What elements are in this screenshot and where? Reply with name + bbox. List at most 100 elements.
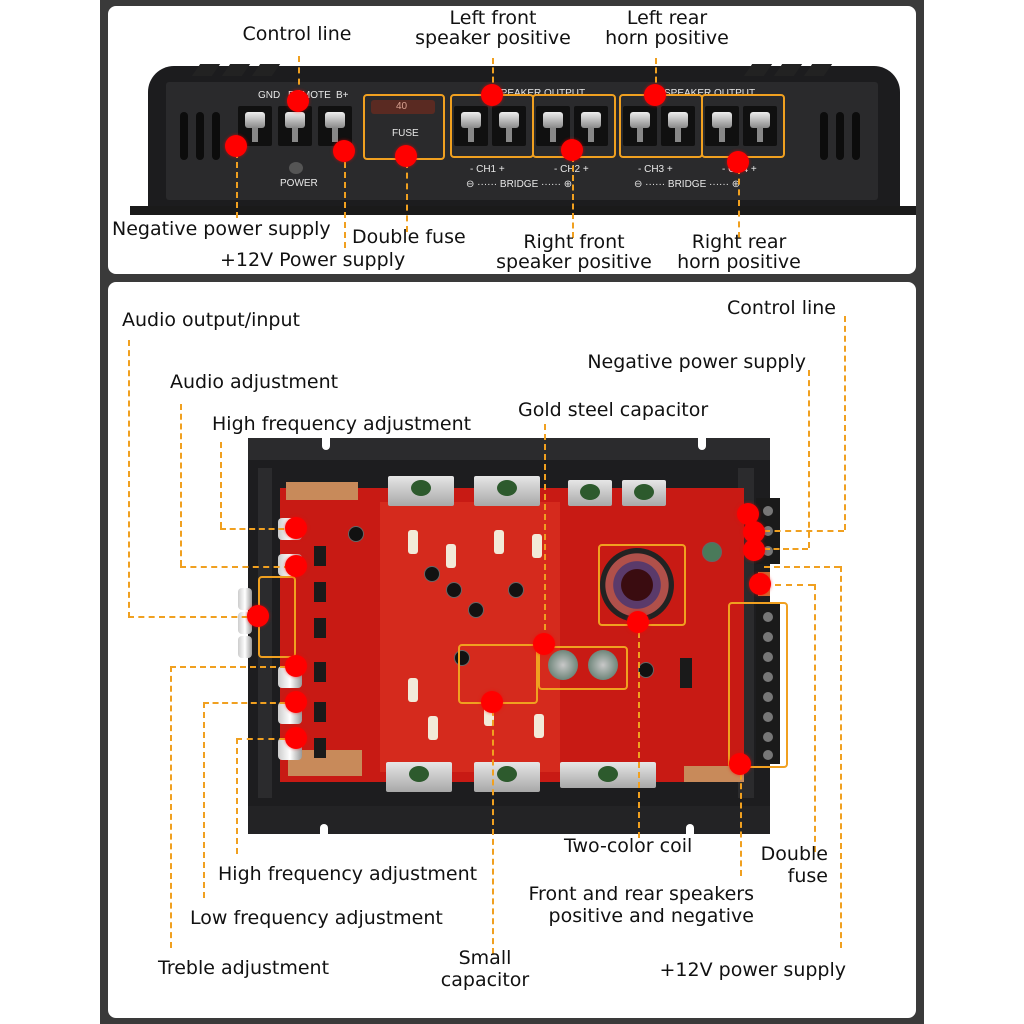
gold-capacitor-highlight <box>538 646 628 690</box>
leader-line <box>764 566 840 568</box>
marker-double-fuse[interactable] <box>395 145 417 167</box>
label-right-front-1: Right front <box>523 231 625 253</box>
bottom-panel-circuit-board: Audio output/input Audio adjustment High… <box>108 282 916 1018</box>
resistor <box>408 530 418 554</box>
chassis-notch <box>322 438 330 450</box>
ic-chip <box>314 662 326 682</box>
label-right-front-2: speaker positive <box>496 251 652 273</box>
marker-high-freq-bottom[interactable] <box>285 655 307 677</box>
resistor <box>534 714 544 738</box>
speaker-output-label-1: SPEAKER OUTPUT <box>494 88 586 99</box>
marker-right-rear[interactable] <box>727 151 749 173</box>
label-double-fuse-2: fuse <box>787 865 828 887</box>
label-left-rear-2: horn positive <box>605 27 729 49</box>
leader-line <box>808 370 810 548</box>
ch2-neg-terminal <box>536 106 570 146</box>
rca-jack <box>238 588 252 610</box>
small-capacitor <box>702 542 722 562</box>
ic-chip <box>314 582 326 602</box>
vent-slot <box>852 112 860 160</box>
bplus-label: B+ <box>336 90 349 101</box>
marker-control-line[interactable] <box>737 503 759 525</box>
marker-low-freq[interactable] <box>285 691 307 713</box>
fuse-rating: 40 <box>396 101 408 112</box>
label-control-line: Control line <box>726 297 836 319</box>
marker-left-front[interactable] <box>481 84 503 106</box>
label-control-line: Control line <box>242 23 352 45</box>
speaker-connector <box>756 604 780 764</box>
marker-audio-io[interactable] <box>247 605 269 627</box>
bridge-label-2: ⊖ ······ BRIDGE ······ ⊕ <box>634 179 741 190</box>
ic-chip <box>314 738 326 758</box>
marker-12v-power[interactable] <box>743 539 765 561</box>
label-audio-adj: Audio adjustment <box>170 371 339 393</box>
vent-slot <box>180 112 188 160</box>
resistor <box>484 702 494 726</box>
marker-audio-adj[interactable] <box>285 555 307 577</box>
label-double-fuse-1: Double <box>760 843 828 865</box>
marker-control-line[interactable] <box>287 90 309 112</box>
resistor <box>532 534 542 558</box>
small-capacitor <box>348 526 364 542</box>
power-transistor <box>386 762 452 792</box>
leader-line <box>170 666 296 668</box>
label-right-rear-2: horn positive <box>677 251 801 273</box>
leader-line <box>655 58 657 92</box>
label-audio-io: Audio output/input <box>122 309 300 331</box>
marker-treble[interactable] <box>285 727 307 749</box>
vent-slot <box>212 112 220 160</box>
marker-right-front[interactable] <box>561 139 583 161</box>
ic-chip <box>314 618 326 638</box>
power-transistor <box>622 480 666 506</box>
ic-chip <box>314 702 326 722</box>
label-small-cap-2: capacitor <box>440 969 530 991</box>
power-transistor <box>474 762 540 792</box>
marker-double-fuse[interactable] <box>749 573 771 595</box>
remote-label: REMOTE <box>288 90 331 101</box>
fuse-label: FUSE <box>392 128 419 139</box>
marker-left-rear[interactable] <box>644 84 666 106</box>
board-tab <box>684 766 744 782</box>
label-treble: Treble adjustment <box>158 957 330 979</box>
leader-line <box>406 162 408 232</box>
label-low-freq: Low frequency adjustment <box>190 907 443 929</box>
marker-speakers[interactable] <box>729 753 751 775</box>
vent-slot <box>820 112 828 160</box>
label-right-rear-1: Right rear <box>691 231 787 253</box>
leader-line <box>203 702 205 898</box>
leader-line <box>170 666 172 948</box>
ch3-pos-terminal <box>661 106 695 146</box>
gnd-label: GND <box>258 90 281 101</box>
label-small-cap-1: Small <box>458 947 512 969</box>
leader-line <box>236 738 238 854</box>
leader-line <box>220 528 294 530</box>
marker-small-capacitor[interactable] <box>481 691 503 713</box>
leader-line <box>344 152 346 248</box>
label-high-freq-bottom: High frequency adjustment <box>218 863 478 885</box>
marker-high-freq-top[interactable] <box>285 517 307 539</box>
label-double-fuse: Double fuse <box>352 226 466 248</box>
leader-line <box>764 548 808 550</box>
resistor <box>428 716 438 740</box>
remote-terminal <box>278 106 312 146</box>
ch3-label: - CH3 + <box>638 164 673 175</box>
marker-gold-cap[interactable] <box>533 633 555 655</box>
label-high-freq-top: High frequency adjustment <box>212 413 472 435</box>
leader-line <box>220 442 222 528</box>
leader-line <box>764 584 814 586</box>
label-left-front-2: speaker positive <box>415 27 571 49</box>
leader-line <box>180 404 182 566</box>
chassis-bottom-rail <box>248 806 770 834</box>
marker-negative-power[interactable] <box>225 135 247 157</box>
marker-12v-power[interactable] <box>333 140 355 162</box>
ch1-pos-terminal <box>492 106 526 146</box>
marker-two-color-coil[interactable] <box>627 611 649 633</box>
ch2-label: - CH2 + <box>554 164 589 175</box>
marker-negative-power[interactable] <box>743 521 765 543</box>
label-negative-power: Negative power supply <box>587 351 806 373</box>
mounting-flange <box>130 206 916 215</box>
speaker-output-label-2: SPEAKER OUTPUT <box>664 88 756 99</box>
rca-jack <box>238 636 252 658</box>
leader-line <box>638 622 640 838</box>
leader-line <box>203 702 295 704</box>
